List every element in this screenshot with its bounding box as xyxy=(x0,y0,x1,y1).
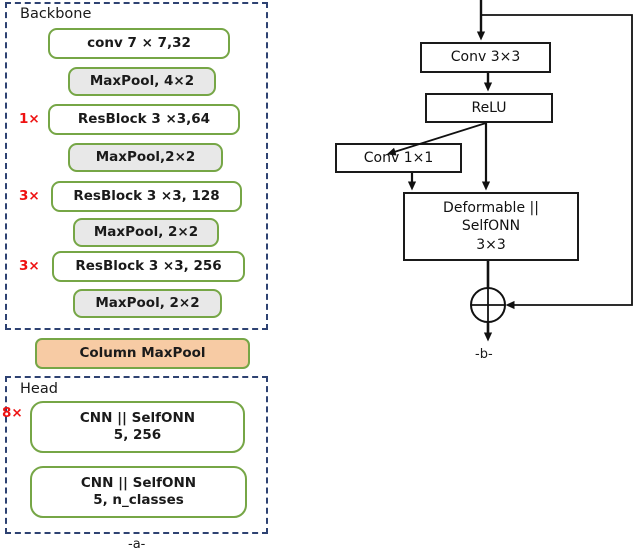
block-label-line3: 3×3 xyxy=(476,236,506,253)
head-group xyxy=(5,376,268,534)
block-label-line1: CNN || SelfONN xyxy=(80,475,197,492)
block-label: Column MaxPool xyxy=(79,345,206,362)
block-label: Conv 1×1 xyxy=(363,149,434,166)
block-label: MaxPool, 2×2 xyxy=(93,224,199,241)
block-resblock-64[interactable]: ResBlock 3 ×3,64 xyxy=(48,104,240,135)
block-label: ResBlock 3 ×3,64 xyxy=(77,111,211,128)
block-maxpool-2x2-b[interactable]: MaxPool, 2×2 xyxy=(73,218,219,247)
caption-subfigure-b: -b- xyxy=(475,347,493,362)
block-label: MaxPool, 2×2 xyxy=(95,295,200,312)
multiplier-resblock-256: 3× xyxy=(19,258,40,274)
block-head-cnn-nclasses[interactable]: CNN || SelfONN 5, n_classes xyxy=(30,466,247,518)
block-label: ResBlock 3 ×3, 256 xyxy=(75,258,222,275)
block-column-maxpool[interactable]: Column MaxPool xyxy=(35,338,250,369)
block-label: ResBlock 3 ×3, 128 xyxy=(73,188,220,205)
multiplier-resblock-64: 1× xyxy=(19,111,40,127)
block-label-line1: Deformable || xyxy=(443,200,539,217)
block-label: Conv 3×3 xyxy=(450,49,521,66)
block-deformable-selfonn[interactable]: Deformable || SelfONN 3×3 xyxy=(403,192,579,261)
block-head-cnn-256[interactable]: CNN || SelfONN 5, 256 xyxy=(30,401,245,453)
caption-subfigure-a: -a- xyxy=(128,537,146,552)
block-maxpool-2x2-c[interactable]: MaxPool, 2×2 xyxy=(73,289,222,318)
block-conv-3x3[interactable]: Conv 3×3 xyxy=(420,42,551,73)
block-label: conv 7 × 7,32 xyxy=(87,35,191,52)
block-maxpool-2x2-a[interactable]: MaxPool,2×2 xyxy=(68,143,223,172)
block-maxpool-4x2[interactable]: MaxPool, 4×2 xyxy=(68,67,216,96)
block-resblock-128[interactable]: ResBlock 3 ×3, 128 xyxy=(51,181,242,212)
multiplier-resblock-128: 3× xyxy=(19,188,40,204)
block-label-line2: SelfONN xyxy=(461,218,521,235)
block-label-line2: 5, 256 xyxy=(113,427,162,443)
block-label-line2: 5, n_classes xyxy=(93,492,184,508)
head-group-label: Head xyxy=(20,381,58,397)
block-conv7x7[interactable]: conv 7 × 7,32 xyxy=(48,28,230,59)
sum-node-circle xyxy=(470,287,506,323)
block-label: MaxPool, 4×2 xyxy=(89,73,195,90)
backbone-group xyxy=(5,2,268,330)
backbone-group-label: Backbone xyxy=(20,6,92,22)
block-conv-1x1[interactable]: Conv 1×1 xyxy=(335,143,462,173)
block-relu[interactable]: ReLU xyxy=(425,93,553,123)
block-label-line1: CNN || SelfONN xyxy=(79,410,196,427)
multiplier-head-cnn: 8× xyxy=(2,405,23,421)
block-label: MaxPool,2×2 xyxy=(95,149,196,166)
block-resblock-256[interactable]: ResBlock 3 ×3, 256 xyxy=(52,251,245,282)
block-label: ReLU xyxy=(471,99,507,116)
